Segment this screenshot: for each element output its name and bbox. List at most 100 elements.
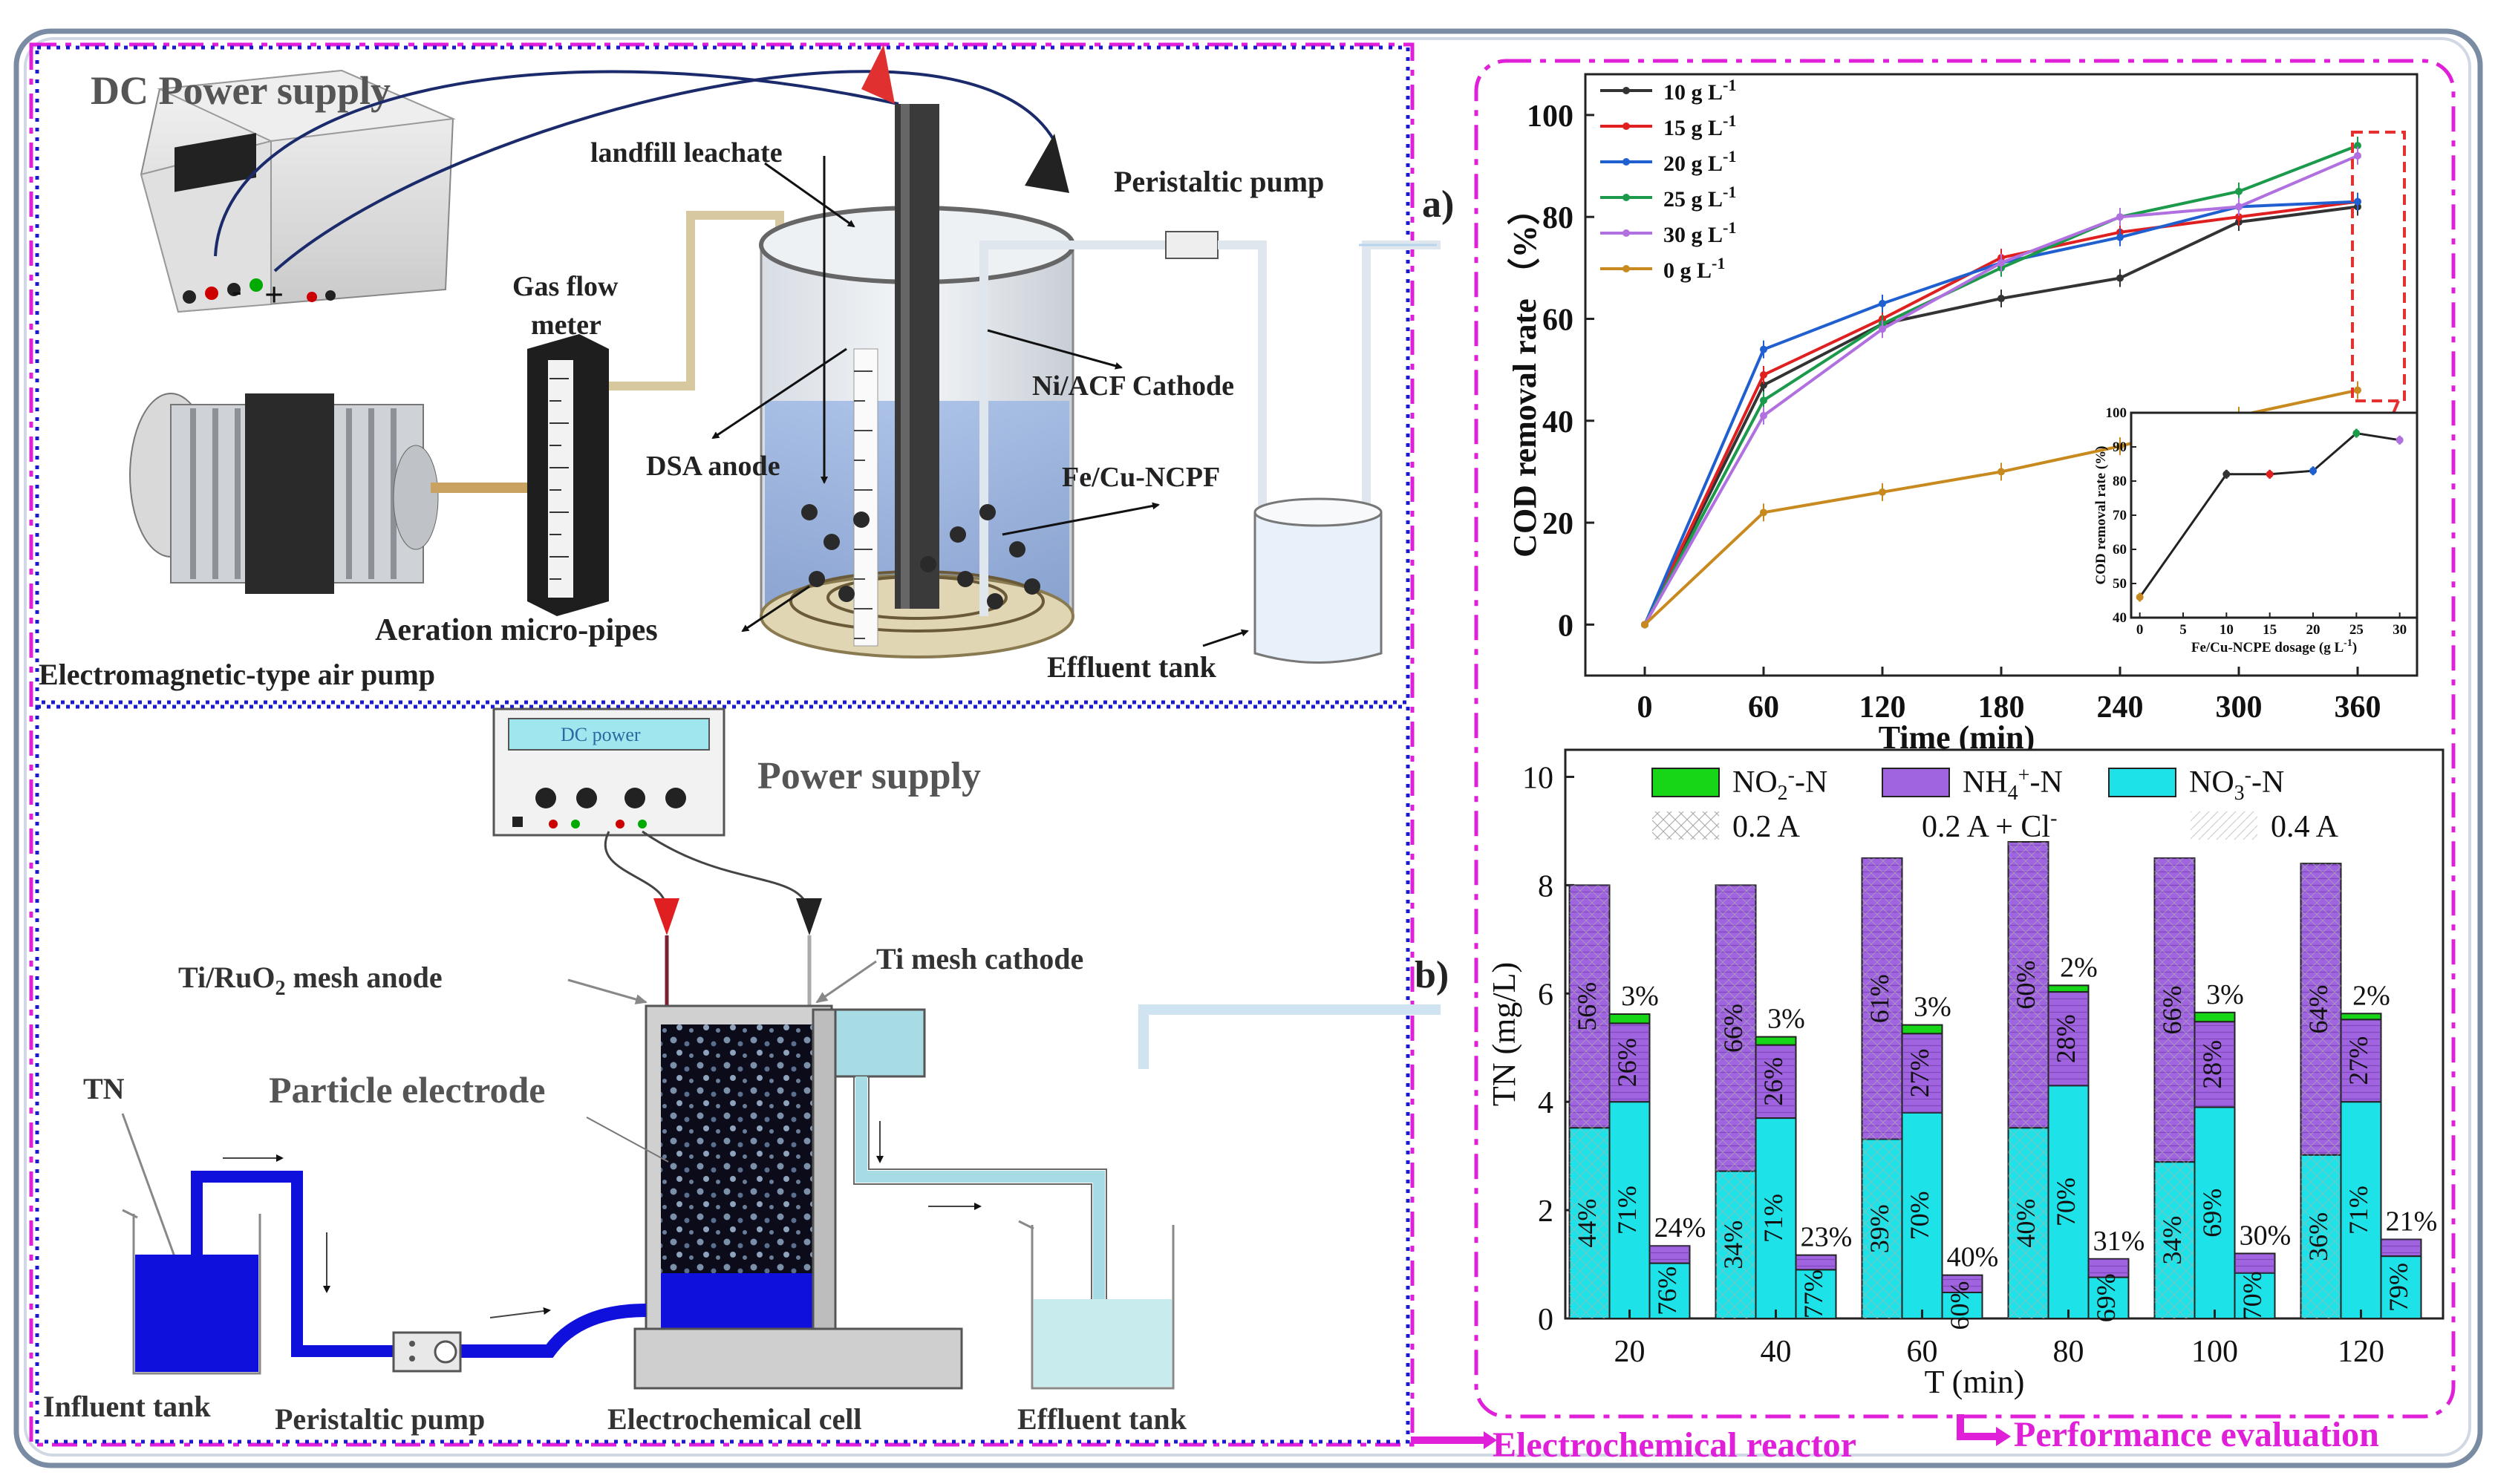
cod-point xyxy=(1760,345,1767,353)
effluent-tank-bottom xyxy=(1018,1220,1175,1390)
tn-legend-nh4-label: NH4+-N xyxy=(1963,764,2063,805)
anode-label: Ti/RuO2 mesh anode xyxy=(178,961,443,1000)
tn-legend-04a-swatch xyxy=(2191,811,2257,840)
tn-label-nh4: 26% xyxy=(1612,1038,1642,1087)
tn-bar-nh4-hatch xyxy=(2048,992,2089,1086)
tn-bar-nh4-hatch xyxy=(2088,1258,2129,1278)
tn-bar-no3 xyxy=(2047,1085,2090,1320)
tn-legend-no3-label: NO3--N xyxy=(2189,764,2284,805)
effluent-arrow xyxy=(1202,629,1249,647)
gas-flow-label-1: Gas flow xyxy=(512,271,619,302)
tn-label-no3: 70% xyxy=(1905,1191,1934,1240)
tn-xtick-label: 100 xyxy=(2191,1335,2238,1369)
dsa-anode-label: DSA anode xyxy=(646,451,780,482)
tn-label-nh4: 27% xyxy=(1905,1049,1934,1098)
tn-ytick-label: 8 xyxy=(1538,869,1553,903)
gas-flow-label-2: meter xyxy=(531,310,601,341)
blue-dotted-frames xyxy=(35,45,1410,1444)
air-pump xyxy=(129,393,527,594)
tn-legend-02acl-label: 0.2 A + Cl- xyxy=(1922,807,2057,844)
tn-bar-no2 xyxy=(1608,1013,1651,1024)
tn-xtick-label: 120 xyxy=(2338,1335,2384,1369)
tn-label-no3: 69% xyxy=(2091,1273,2121,1322)
tn-ytick-label: 0 xyxy=(1538,1303,1553,1337)
tn-plot-frame xyxy=(1564,748,2445,1320)
tn-bar-no3 xyxy=(1608,1101,1651,1319)
tn-bar-overlay xyxy=(2008,842,2049,1318)
cod-point xyxy=(2354,386,2361,394)
cod-point xyxy=(2354,142,2361,150)
cod-point xyxy=(2116,213,2124,221)
cod-legend-marker xyxy=(1622,87,1630,94)
landfill-leachate-label: landfill leachate xyxy=(590,137,783,169)
tn-label: TN xyxy=(83,1072,125,1105)
effluent-pipe xyxy=(855,1076,1105,1329)
tn-bar-nh4-hatch xyxy=(1649,1246,1690,1264)
cod-ytick-label: 80 xyxy=(1542,201,1573,235)
clip-black xyxy=(796,898,822,935)
reactor-vessel xyxy=(759,45,1188,658)
inset-xtick-label: 5 xyxy=(2179,622,2187,638)
tn-label-top: 23% xyxy=(1801,1222,1853,1253)
effluent-pipe-outline xyxy=(853,1076,1107,1329)
cod-point xyxy=(1760,381,1767,389)
tn-legend-04a-label: 0.4 A xyxy=(2271,810,2339,844)
cathode-pointer xyxy=(815,960,877,1004)
cod-point xyxy=(1760,411,1767,419)
wire-blue xyxy=(214,70,899,257)
tn-label-no3: 60% xyxy=(1945,1281,1974,1330)
tn-label-nh4: 27% xyxy=(2344,1036,2373,1085)
electrochemical-reactor-label: Electrochemical reactor xyxy=(1493,1425,1856,1465)
influent-tank-label: Influent tank xyxy=(43,1390,211,1423)
tn-label-no3: 71% xyxy=(1758,1194,1788,1243)
tn-label-no3: 39% xyxy=(1865,1204,1894,1253)
peristaltic-pump-bottom-label: Peristaltic pump xyxy=(275,1402,485,1436)
cod-point xyxy=(2116,442,2124,451)
bottom-panel: DC power Power supply Ti/RuO2 mesh anode… xyxy=(43,707,1441,1436)
air-pump-label: Electromagnetic-type air pump xyxy=(39,658,435,691)
effluent-tank-top-label: Effluent tank xyxy=(1047,650,1217,684)
tn-label-top: 3% xyxy=(1621,981,1659,1012)
inset-xtick-label: 20 xyxy=(2306,622,2320,638)
tn-label-top: 3% xyxy=(1767,1004,1805,1035)
tn-bar-no3 xyxy=(2380,1255,2422,1319)
to-chart-pipe xyxy=(1138,1004,1441,1069)
inset-point xyxy=(2136,593,2144,601)
tn-bar-no2 xyxy=(2340,1013,2382,1021)
cod-legend-label: 30 g L-1 xyxy=(1663,218,1736,247)
ti-mesh-cathode-label: Ti mesh cathode xyxy=(876,942,1083,975)
tn-legend-no2-label: NO2--N xyxy=(1732,764,1827,805)
tn-bar-nh4-hatch xyxy=(1755,1045,1796,1119)
cod-legend-marker xyxy=(1622,265,1630,272)
cod-xtick-label: 0 xyxy=(1637,690,1653,725)
tn-bar-overlay xyxy=(2300,863,2341,1318)
cod-legend-marker xyxy=(1622,229,1630,237)
cod-legend-marker xyxy=(1622,194,1630,201)
tn-bar-no2 xyxy=(2194,1011,2236,1023)
cod-xtick-label: 240 xyxy=(2097,690,2144,725)
tn-bar-no2 xyxy=(2047,984,2090,993)
cod-ytick-label: 40 xyxy=(1542,405,1573,439)
cod-point xyxy=(2235,203,2243,211)
tn-label-top: 2% xyxy=(2060,952,2098,983)
cod-xtick-label: 120 xyxy=(1859,690,1906,725)
tn-label-no3: 34% xyxy=(1718,1220,1748,1269)
particle-electrode-label: Particle electrode xyxy=(269,1069,545,1111)
tn-legend-02a-label: 0.2 A xyxy=(1732,810,1801,844)
tn-label-top: 21% xyxy=(2386,1206,2438,1237)
tn-bar-overlay xyxy=(1862,857,1902,1318)
cod-xtick-label: 60 xyxy=(1748,690,1779,725)
cod-point xyxy=(1641,621,1648,629)
tube-air xyxy=(609,211,784,390)
tn-xtick-label: 80 xyxy=(2053,1335,2084,1369)
panel-label-b: b) xyxy=(1415,954,1449,996)
tn-legend-no2-swatch xyxy=(1651,768,1720,797)
tn-label-nh4: 26% xyxy=(1758,1057,1788,1106)
cod-legend-label: 15 g L-1 xyxy=(1663,111,1736,140)
inset-xlabel: Fe/Cu-NCPE dosage (g L-1) xyxy=(2191,638,2357,656)
cod-legend-label: 0 g L-1 xyxy=(1663,254,1725,283)
tn-bar-overlay xyxy=(1569,885,1610,1318)
cod-xtick-label: 180 xyxy=(1978,690,2025,725)
